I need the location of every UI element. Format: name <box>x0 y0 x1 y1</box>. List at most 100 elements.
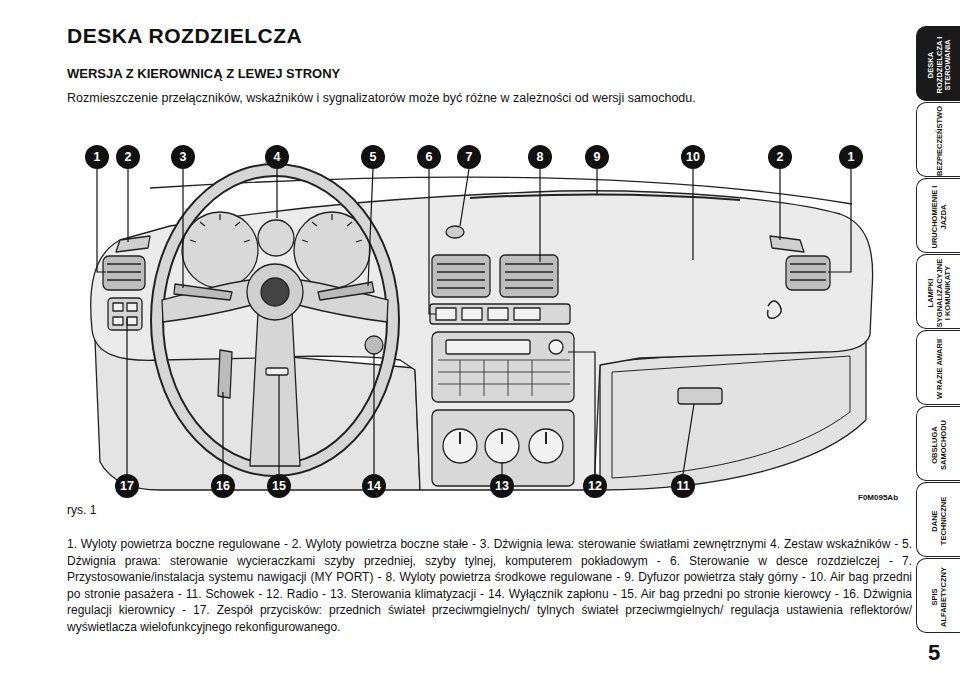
leader-line <box>460 169 469 226</box>
callout-number: 14 <box>362 474 386 498</box>
right-lever <box>318 282 374 300</box>
callout-text: 1 <box>94 151 101 164</box>
leader-line <box>568 352 595 474</box>
callout-text: 10 <box>686 151 700 164</box>
callout-text: 2 <box>125 151 132 164</box>
callout-number: 10 <box>681 145 705 169</box>
callout-text: 14 <box>367 480 381 493</box>
callout-number: 2 <box>116 145 140 169</box>
leader-line <box>539 169 540 262</box>
leader-line <box>126 318 127 474</box>
vent-slats <box>107 264 141 280</box>
callout-text: 15 <box>272 480 286 493</box>
knob-pointers <box>460 432 546 444</box>
callout-text: 5 <box>370 151 377 164</box>
section-tab: OBSŁUGA SAMOCHODU <box>916 406 960 481</box>
figure-caption: rys. 1 <box>67 503 96 517</box>
callout-text: 2 <box>777 151 784 164</box>
vent-slats <box>437 264 553 288</box>
callout-text: 7 <box>466 151 473 164</box>
scorpion-logo <box>768 301 782 318</box>
leader-line <box>373 354 374 474</box>
callout-text: 13 <box>495 480 509 493</box>
left-fixed-vent <box>116 236 150 252</box>
callout-number: 9 <box>585 145 609 169</box>
leader-line <box>278 375 279 474</box>
callout-number: 16 <box>211 474 235 498</box>
button-strip <box>430 304 570 324</box>
callout-number: 12 <box>583 474 607 498</box>
section-tab: LAMPKI SYGNALIZACYJNE I KOMUNIKATY <box>916 254 960 329</box>
glovebox-handle <box>678 388 722 404</box>
callout-number: 7 <box>457 145 481 169</box>
switch-buttons <box>113 303 137 325</box>
glovebox-panel <box>600 342 866 490</box>
nav-mount <box>446 226 464 238</box>
radio <box>432 332 574 402</box>
right-fixed-vent <box>770 236 804 252</box>
callout-number: 13 <box>490 474 514 498</box>
leader-line <box>501 462 502 474</box>
vent-slats <box>790 264 826 280</box>
legend-text: 1. Wyloty powietrza boczne regulowane - … <box>67 536 912 635</box>
tab-label: DESKA ROZDZIELCZA I STEROWANIA <box>920 30 958 99</box>
left-vent <box>103 256 145 290</box>
section-tab: SPIS ALFABETYCZNY <box>916 558 960 633</box>
tab-label: OBSŁUGA SAMOCHODU <box>920 410 958 479</box>
strip-buttons <box>436 308 540 320</box>
figure-code: F0M095Ab <box>858 493 898 502</box>
wheel-hub <box>247 264 303 320</box>
callout-number: 1 <box>839 145 863 169</box>
tab-label: SPIS ALFABETYCZNY <box>920 562 958 631</box>
section-tab: W RAZIE AWARII <box>916 330 960 405</box>
callout-number: 4 <box>265 145 289 169</box>
leader-line <box>182 169 183 288</box>
leader-line <box>222 392 223 474</box>
tab-label: URUCHOMIENIE I JAZDA <box>920 182 958 251</box>
callout-number: 5 <box>361 145 385 169</box>
callout-text: 17 <box>120 480 134 493</box>
ignition <box>365 336 383 354</box>
wheel-rim <box>157 170 393 470</box>
callout-number: 17 <box>115 474 139 498</box>
leader-line <box>127 169 128 242</box>
section-tab: DANE TECHNICZNE <box>916 482 960 557</box>
leader-line <box>779 169 780 240</box>
callout-number: 6 <box>417 145 441 169</box>
callout-text: 9 <box>594 151 601 164</box>
top-diffuser <box>470 194 740 200</box>
speedometer <box>182 212 258 288</box>
leader-line <box>828 169 851 272</box>
wheel-rim-inner <box>157 170 393 470</box>
callout-text: 16 <box>216 480 230 493</box>
gauge-ticks <box>190 214 362 242</box>
section-tab: URUCHOMIENIE I JAZDA <box>916 178 960 253</box>
callout-number: 2 <box>768 145 792 169</box>
callout-text: 4 <box>274 151 281 164</box>
adjust-lever <box>218 350 232 398</box>
leader-line <box>276 169 277 218</box>
airbag-badge <box>266 368 288 375</box>
callout-text: 6 <box>426 151 433 164</box>
page-title: DESKA ROZDZIELCZA <box>67 24 302 48</box>
center-gauge <box>258 220 294 256</box>
leader-line <box>692 169 693 260</box>
page-number: 5 <box>928 640 940 666</box>
callout-text: 8 <box>537 151 544 164</box>
tab-label: LAMPKI SYGNALIZACYJNE I KOMUNIKATY <box>920 258 958 327</box>
callout-number: 15 <box>267 474 291 498</box>
section-subtitle: WERSJA Z KIEROWNICĄ Z LEWEJ STRONY <box>67 66 340 81</box>
callout-number: 3 <box>171 145 195 169</box>
switch-panel <box>108 298 142 330</box>
radio-buttons <box>438 360 570 396</box>
tab-label: BEZPIECZEŃSTWO <box>920 106 958 175</box>
callout-number: 1 <box>85 145 109 169</box>
leader-line <box>596 169 597 195</box>
section-tab: DESKA ROZDZIELCZA I STEROWANIA <box>916 26 960 101</box>
callout-text: 3 <box>180 151 187 164</box>
intro-note: Rozmieszczenie przełączników, wskaźników… <box>67 90 907 106</box>
tab-label: DANE TECHNICZNE <box>920 486 958 555</box>
radio-knob <box>549 340 563 354</box>
dashboard <box>91 170 873 490</box>
abarth-badge <box>261 278 289 306</box>
